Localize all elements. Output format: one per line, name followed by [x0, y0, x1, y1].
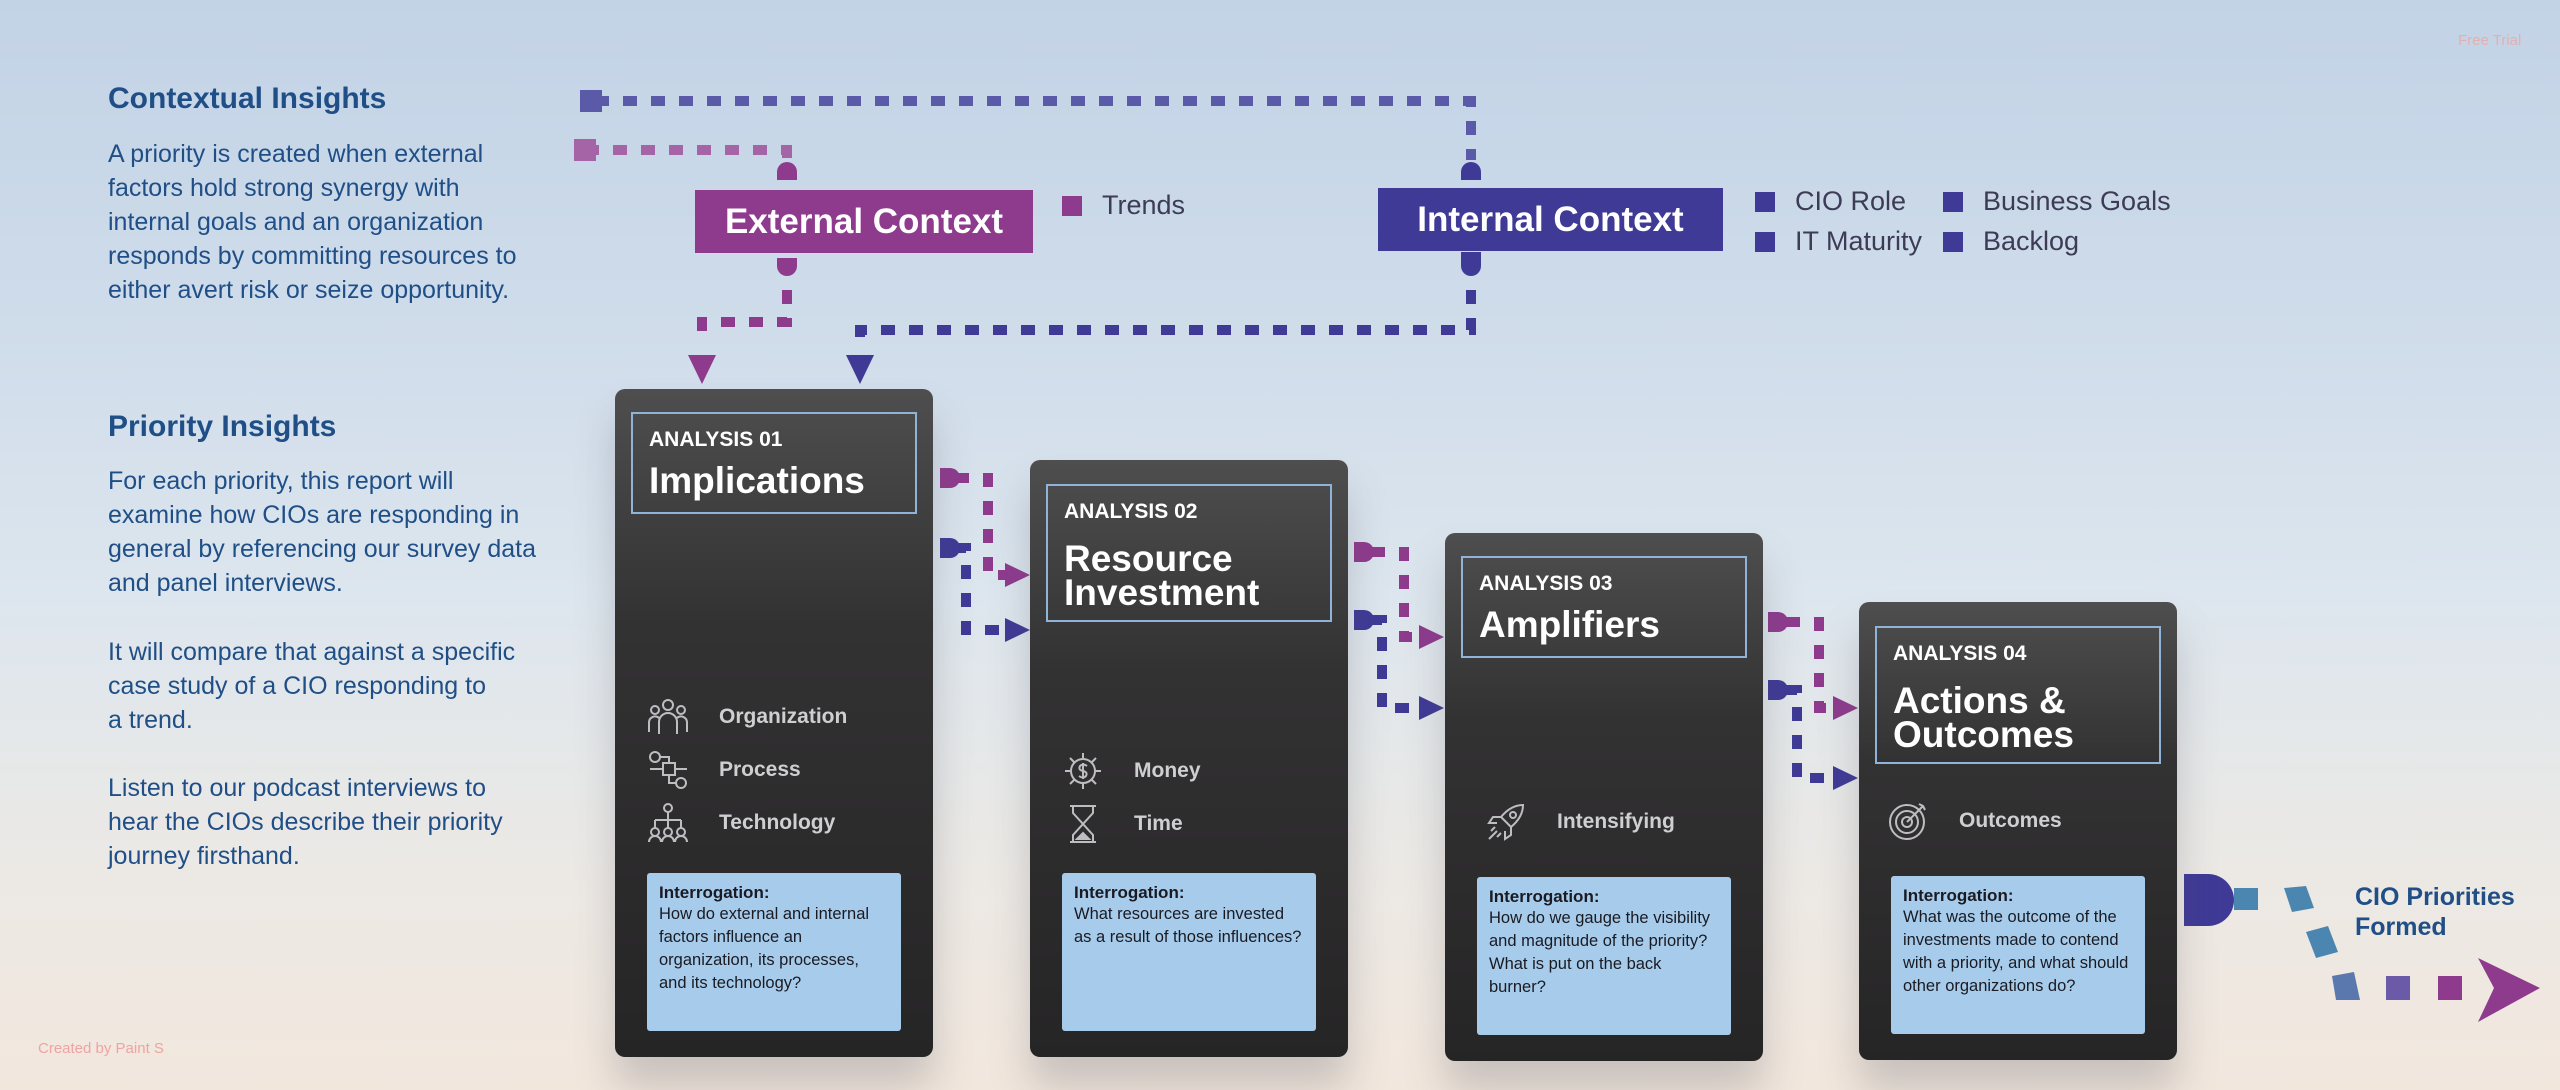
target-icon	[1889, 803, 1926, 840]
legend-swatch	[1062, 195, 1082, 216]
c1-c2-purple-line	[955, 473, 1008, 580]
interrogation-box: Interrogation: What was the outcome of t…	[1891, 876, 2145, 1034]
feature-money: Money	[1062, 750, 1201, 792]
created-by-watermark: Created by Paint S	[38, 1040, 164, 1057]
priority-insights-paragraph-2: It will compare that against a specific …	[108, 638, 516, 734]
hourglass-icon	[1070, 805, 1096, 843]
card-title: Actions & Outcomes	[1893, 680, 2074, 755]
legend-item-it-maturity: IT Maturity	[1755, 226, 1922, 257]
c3-c4-indigo-line	[1786, 685, 1836, 783]
card-kicker: ANALYSIS 01	[649, 428, 783, 451]
interrogation-box: Interrogation: How do we gauge the visib…	[1477, 877, 1731, 1035]
c2-c3-indigo-line	[1371, 615, 1422, 713]
technology-icon	[648, 803, 688, 843]
feature-outcomes: Outcomes	[1887, 800, 2062, 842]
card-header: ANALYSIS 01 Implications	[631, 412, 917, 514]
internal-context-box: Internal Context	[1378, 188, 1723, 251]
internal-loop-line	[595, 96, 1476, 160]
priority-insights-paragraph-3: Listen to our podcast interviews to hear…	[108, 774, 503, 870]
card-header: ANALYSIS 04 Actions & Outcomes	[1875, 626, 2161, 764]
external-down-line	[697, 290, 792, 345]
priority-insights-heading: Priority Insights	[108, 410, 337, 443]
feature-technology: Technology	[647, 802, 835, 844]
internal-down-line	[855, 290, 1476, 345]
organization-icon	[648, 699, 688, 734]
cio-priorities-formed-label: CIO Priorities Formed	[2355, 883, 2515, 941]
card-title: Implications	[649, 460, 865, 501]
process-icon	[649, 751, 687, 789]
priority-insights-paragraph-1: For each priority, this report will exam…	[108, 467, 537, 597]
legend-item-business-goals: Business Goals	[1943, 186, 2171, 217]
analysis-card-2: ANALYSIS 02 Resource Investment Money Ti…	[1030, 460, 1348, 1057]
final-arrowhead	[2478, 958, 2540, 1022]
feature-organization: Organization	[647, 696, 847, 738]
card-header: ANALYSIS 03 Amplifiers	[1461, 556, 1747, 658]
contextual-insights-body: A priority is created when external fact…	[108, 140, 517, 304]
legend-swatch	[1943, 231, 1963, 252]
legend-item-trends: Trends	[1062, 190, 1185, 221]
card-header: ANALYSIS 02 Resource Investment	[1046, 484, 1332, 622]
legend-swatch	[1943, 191, 1963, 212]
internal-context-label: Internal Context	[1417, 199, 1684, 239]
rocket-icon	[1487, 803, 1525, 841]
external-context-label: External Context	[724, 201, 1004, 241]
feature-intensifying: Intensifying	[1485, 801, 1675, 843]
legend-item-backlog: Backlog	[1943, 226, 2079, 257]
card-kicker: ANALYSIS 02	[1064, 500, 1198, 523]
external-context-box: External Context	[695, 190, 1033, 253]
feature-time: Time	[1062, 803, 1183, 845]
legend-swatch	[1755, 231, 1775, 252]
card-title: Amplifiers	[1479, 604, 1660, 645]
c1-c2-indigo-line	[955, 543, 1008, 635]
contextual-insights-heading: Contextual Insights	[108, 82, 387, 115]
c3-c4-purple-line	[1786, 617, 1836, 713]
money-gear-icon	[1065, 753, 1101, 789]
interrogation-box: Interrogation: How do external and inter…	[647, 873, 901, 1031]
card-kicker: ANALYSIS 03	[1479, 572, 1613, 595]
analysis-card-1: ANALYSIS 01 Implications Organization Pr…	[615, 389, 933, 1057]
legend-swatch	[1755, 191, 1775, 212]
external-loop-line	[585, 145, 792, 160]
final-plug	[2184, 874, 2234, 926]
legend-item-cio-role: CIO Role	[1755, 186, 1906, 217]
free-trial-watermark: Free Trial	[2458, 32, 2522, 49]
card-title: Resource Investment	[1064, 538, 1260, 613]
card-kicker: ANALYSIS 04	[1893, 642, 2027, 665]
feature-process: Process	[647, 749, 801, 791]
analysis-card-4: ANALYSIS 04 Actions & Outcomes Outcomes …	[1859, 602, 2177, 1060]
interrogation-box: Interrogation: What resources are invest…	[1062, 873, 1316, 1031]
analysis-card-3: ANALYSIS 03 Amplifiers Intensifying Inte…	[1445, 533, 1763, 1061]
